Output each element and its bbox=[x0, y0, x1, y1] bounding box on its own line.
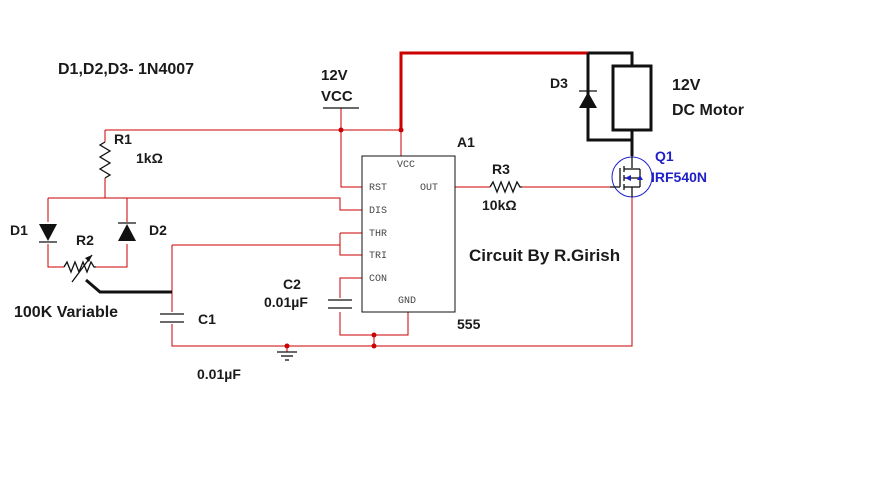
r1-ref: R1 bbox=[114, 131, 132, 147]
pin-thr: THR bbox=[369, 229, 387, 240]
vcc-symbol: 12V VCC bbox=[321, 67, 359, 109]
r2-value: 100K Variable bbox=[14, 304, 118, 321]
motor-voltage: 12V bbox=[672, 77, 701, 94]
pin-dis: DIS bbox=[369, 206, 387, 217]
credit-note: Circuit By R.Girish bbox=[469, 246, 620, 265]
pin-gnd: GND bbox=[398, 296, 416, 307]
ic-type: 555 bbox=[457, 316, 481, 332]
c2-value: 0.01µF bbox=[264, 294, 308, 310]
timer-ic-555: A1 555 VCC RST OUT DIS THR TRI CON GND bbox=[361, 134, 481, 332]
c1-value: 0.01µF bbox=[197, 366, 241, 382]
resistor-r1: R1 1kΩ bbox=[98, 131, 163, 179]
junctions bbox=[284, 127, 404, 349]
pin-out: OUT bbox=[420, 183, 438, 194]
r2-ref: R2 bbox=[76, 232, 94, 248]
pin-vcc: VCC bbox=[397, 160, 415, 171]
dc-motor: 12V DC Motor bbox=[611, 64, 744, 132]
c1-ref: C1 bbox=[198, 311, 216, 327]
wires bbox=[47, 108, 633, 352]
r3-ref: R3 bbox=[492, 161, 510, 177]
vcc-voltage: 12V bbox=[321, 67, 348, 84]
q1-part: IRF540N bbox=[651, 169, 707, 185]
diode-d1: D1 bbox=[10, 222, 57, 243]
r1-value: 1kΩ bbox=[136, 150, 163, 166]
mosfet-q1: Q1 IRF540N bbox=[610, 148, 707, 198]
resistor-r3: R3 10kΩ bbox=[482, 161, 522, 213]
diode-d3: D3 bbox=[550, 75, 597, 108]
r3-value: 10kΩ bbox=[482, 197, 517, 213]
potentiometer-r2: R2 100K Variable bbox=[14, 232, 118, 321]
ground-symbol bbox=[277, 351, 297, 361]
ic-ref: A1 bbox=[457, 134, 475, 150]
pin-tri: TRI bbox=[369, 251, 387, 262]
pin-rst: RST bbox=[369, 183, 387, 194]
vcc-label: VCC bbox=[321, 88, 353, 105]
motor-label: DC Motor bbox=[672, 102, 744, 119]
d2-ref: D2 bbox=[149, 222, 167, 238]
d3-ref: D3 bbox=[550, 75, 568, 91]
c2-ref: C2 bbox=[283, 276, 301, 292]
q1-ref: Q1 bbox=[655, 148, 674, 164]
diode-spec-note: D1,D2,D3- 1N4007 bbox=[58, 61, 194, 78]
capacitor-c2: C2 0.01µF bbox=[264, 276, 352, 310]
pin-con: CON bbox=[369, 274, 387, 285]
capacitor-c1: C1 0.01µF bbox=[160, 311, 241, 382]
diode-d2: D2 bbox=[118, 222, 167, 241]
d1-ref: D1 bbox=[10, 222, 28, 238]
